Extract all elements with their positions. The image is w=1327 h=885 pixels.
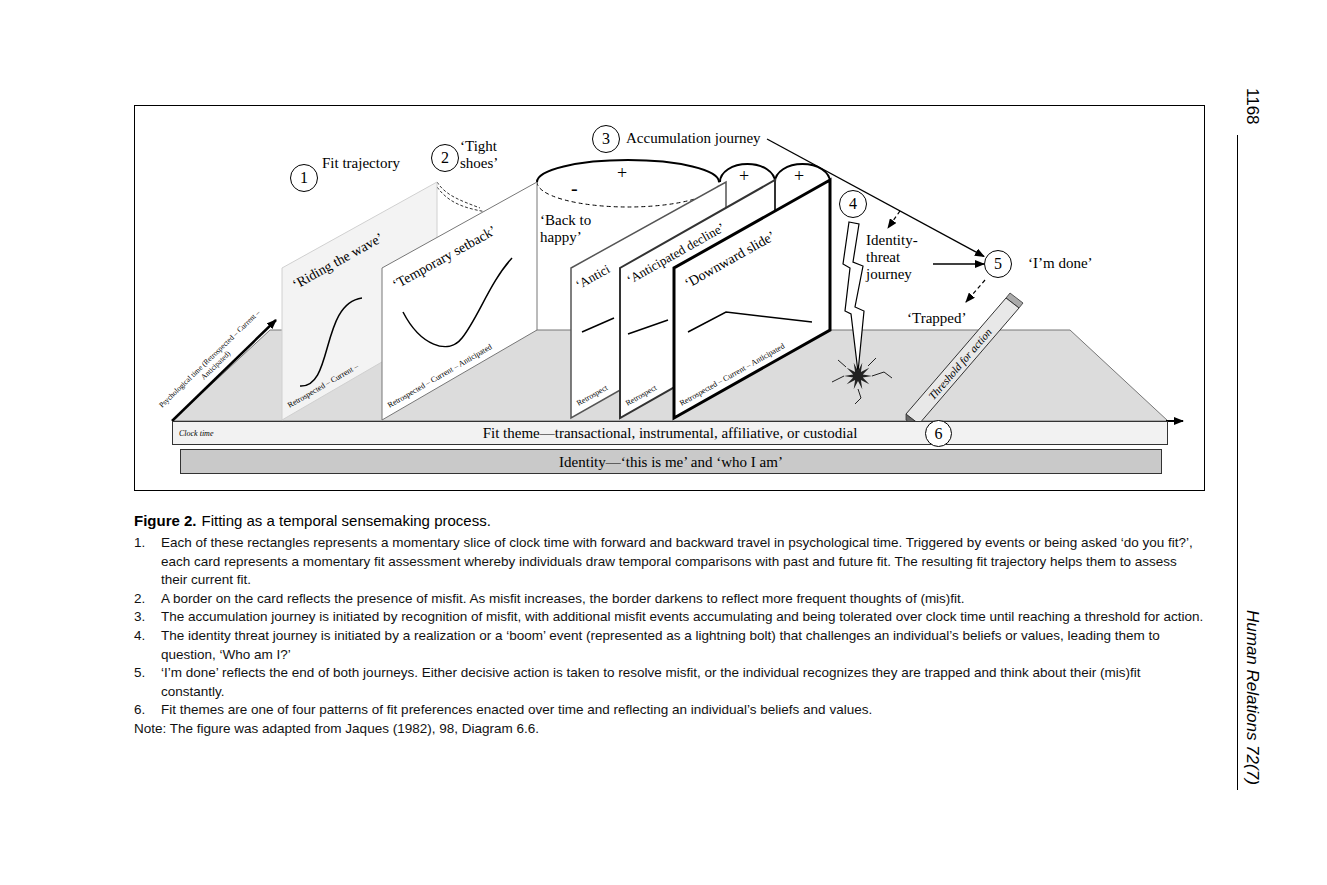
callout-node: 3 Accumulation journey — [592, 125, 761, 153]
caption-row: Figure 2. Fitting as a temporal sensemaki… — [134, 512, 491, 529]
trapped-label: ‘Trapped’ — [907, 310, 966, 327]
note-number: 1. — [134, 534, 161, 590]
fit-card-node: ‘Downward slide’Retrospected – Current –… — [672, 178, 832, 420]
callout-number: 2 — [431, 144, 459, 172]
note-number: 3. — [134, 608, 161, 627]
callout-node: 6 — [925, 420, 952, 447]
callout-number: 3 — [592, 125, 620, 153]
band-label: Fit theme—transactional, instrumental, a… — [483, 424, 858, 442]
note-row: 2.A border on the card reflects the pres… — [134, 590, 1206, 609]
figure-title: Figure 2. — [134, 512, 197, 529]
plus-sign: + — [794, 166, 804, 186]
note-number: 4. — [134, 627, 161, 664]
plus-sign: + — [617, 163, 627, 183]
callout-heading: ‘I’m done’ — [1028, 255, 1093, 272]
callout-number: 6 — [925, 420, 952, 447]
note-row: 3.The accumulation journey is initiated … — [134, 608, 1206, 627]
figure-caption: Fitting as a temporal sensemaking proces… — [202, 512, 491, 529]
fit-card — [672, 178, 832, 420]
note-text: Each of these rectangles represents a mo… — [161, 534, 1206, 590]
trapped-arrow — [966, 280, 985, 302]
source-note: Note: The figure was adapted from Jaques… — [134, 720, 539, 739]
note-text: The identity threat journey is initiated… — [161, 627, 1206, 664]
callout-heading: Fit trajectory — [322, 155, 400, 172]
fit-trajectory-curve — [688, 312, 812, 332]
fit-trajectory-curve — [582, 318, 614, 332]
identity-band: Identity—‘this is me’ and ‘who I am’ — [180, 449, 1162, 474]
tight-shoes-border — [437, 187, 492, 213]
threshold-label: Threshold for action — [926, 326, 995, 403]
fit-theme-band: Clock time Fit theme—transactional, instr… — [172, 421, 1168, 445]
axis-name: Clock time — [179, 429, 213, 439]
fit-trajectory-curve — [628, 320, 668, 334]
fit-card-node: ‘Temporary setback’Retrospected – Curren… — [380, 180, 539, 422]
figure-frame — [135, 106, 1205, 491]
note-number: 2. — [134, 590, 161, 609]
arc-label: ‘Back to happy’ — [540, 212, 604, 246]
note-text: Fit themes are one of four patterns of f… — [161, 701, 1206, 720]
note-number: 5. — [134, 664, 161, 701]
psychological-time-axis — [172, 320, 276, 421]
page-number: 1168 — [1242, 88, 1262, 125]
accumulation-arc — [537, 160, 719, 182]
note-row: 5.‘I’m done’ reflects the end of both jo… — [134, 664, 1206, 701]
note-text: ‘I’m done’ reflects the end of both jour… — [161, 664, 1206, 701]
callout-node: 2‘Tight shoes’ — [431, 138, 522, 172]
note-row: 6.Fit themes are one of four patterns of… — [134, 701, 1206, 720]
boom-cracks — [832, 358, 892, 404]
callout-number: 4 — [839, 190, 867, 218]
threshold-node: Threshold for action — [900, 288, 1028, 434]
page-rule — [1237, 135, 1238, 790]
journal-name: Human Relations 72(7) — [1242, 610, 1262, 785]
bar-face — [906, 298, 1019, 424]
note-row: 4.The identity threat journey is initiat… — [134, 627, 1206, 664]
connector-arrow — [933, 263, 984, 264]
caption-notes: 1.Each of these rectangles represents a … — [134, 534, 1206, 739]
note-text: The accumulation journey is initiated by… — [161, 608, 1206, 627]
callout-heading: Accumulation journey — [626, 130, 761, 147]
note-row: Note: The figure was adapted from Jaques… — [134, 720, 1206, 739]
identity-branch-arrow — [888, 211, 900, 228]
band-label: Identity—‘this is me’ and ‘who I am’ — [559, 453, 783, 471]
note-row: 1.Each of these rectangles represents a … — [134, 534, 1206, 590]
fit-card — [380, 180, 539, 422]
callout-node: 4Identity-threat journey — [839, 190, 930, 283]
callout-number: 5 — [984, 250, 1012, 278]
card-outline — [674, 180, 830, 418]
note-number: 6. — [134, 701, 161, 720]
callout-number: 1 — [290, 164, 318, 192]
plus-sign: + — [739, 166, 749, 186]
callout-heading: ‘Tight shoes’ — [460, 138, 522, 172]
axis-label: Psychological time (Retrospected – Curre… — [150, 302, 274, 423]
minus-sign: - — [571, 180, 578, 196]
callout-node: 1Fit trajectory — [290, 155, 400, 192]
clock-time-arrow — [1166, 420, 1183, 422]
lightning-bolt — [843, 222, 864, 372]
callout-heading: Identity-threat journey — [866, 232, 930, 283]
note-text: A border on the card reflects the presen… — [161, 590, 1206, 609]
callout-node: 5 ‘I’m done’ — [984, 250, 1093, 278]
card-outline — [382, 182, 537, 420]
boom-burst — [844, 363, 872, 390]
